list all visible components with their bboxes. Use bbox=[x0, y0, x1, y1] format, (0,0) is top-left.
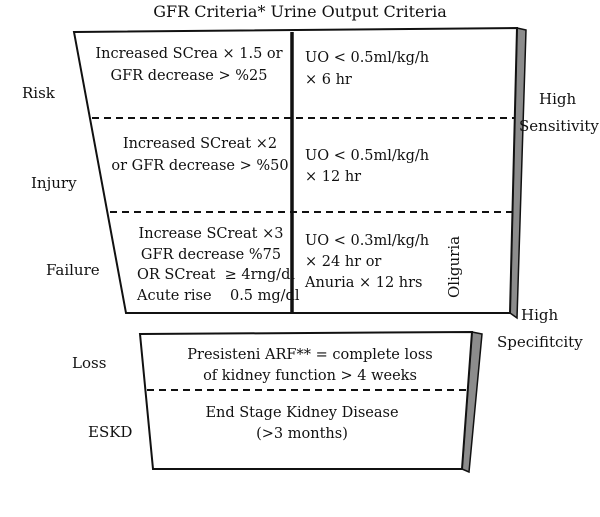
loss-line-2: of kidney function > 4 weeks bbox=[203, 368, 417, 384]
lower-box-front bbox=[138, 330, 474, 470]
failure-gfr-line-4: Acute rise 0.5 mg/dl bbox=[136, 288, 300, 304]
label-high-specificity-1: High bbox=[521, 306, 558, 324]
label-risk: Risk bbox=[22, 84, 56, 102]
lower-box bbox=[138, 330, 483, 474]
funnel-front bbox=[72, 26, 519, 314]
eskd-line-2: (>3 months) bbox=[256, 426, 348, 442]
risk-gfr-line-1: Increased SCrea × 1.5 or bbox=[95, 46, 282, 62]
injury-gfr-line-2: or GFR decrease > %50 bbox=[111, 158, 288, 174]
loss-line-1: Presisteni ARF** = complete loss bbox=[187, 347, 432, 363]
failure-uo-line-3: Anuria × 12 hrs bbox=[304, 275, 423, 291]
eskd-line-1: End Stage Kidney Disease bbox=[205, 405, 398, 421]
label-injury: Injury bbox=[31, 174, 77, 192]
risk-gfr-line-2: GFR decrease > %25 bbox=[111, 68, 268, 84]
label-loss: Loss bbox=[72, 354, 106, 372]
oliguria-label: Oliguria bbox=[445, 236, 463, 298]
failure-uo-line-1: UO < 0.3ml/kg/h bbox=[305, 233, 429, 249]
failure-gfr-line-2: GFR decrease %75 bbox=[141, 247, 281, 263]
failure-gfr-line-1: Increase SCreat ×3 bbox=[139, 226, 284, 242]
risk-uo-line-1: UO < 0.5ml/kg/h bbox=[305, 50, 429, 66]
label-high-specificity-2: Specifitcity bbox=[497, 333, 583, 351]
label-failure: Failure bbox=[46, 261, 100, 279]
failure-gfr-line-3: OR SCreat ≥ 4rng/dl bbox=[137, 267, 295, 283]
label-high-sensitivity-2: Sensitivity bbox=[519, 117, 599, 135]
label-eskd: ESKD bbox=[88, 423, 132, 441]
failure-uo-line-2: × 24 hr or bbox=[305, 254, 381, 270]
diagram-title: GFR Criteria* Urine Output Criteria bbox=[153, 2, 447, 21]
risk-uo-line-2: × 6 hr bbox=[305, 72, 352, 88]
injury-gfr-line-1: Increased SCreat ×2 bbox=[123, 136, 277, 152]
label-high-sensitivity-1: High bbox=[539, 90, 576, 108]
injury-uo-line-1: UO < 0.5ml/kg/h bbox=[305, 148, 429, 164]
injury-uo-line-2: × 12 hr bbox=[305, 169, 361, 185]
upper-funnel bbox=[72, 26, 527, 320]
